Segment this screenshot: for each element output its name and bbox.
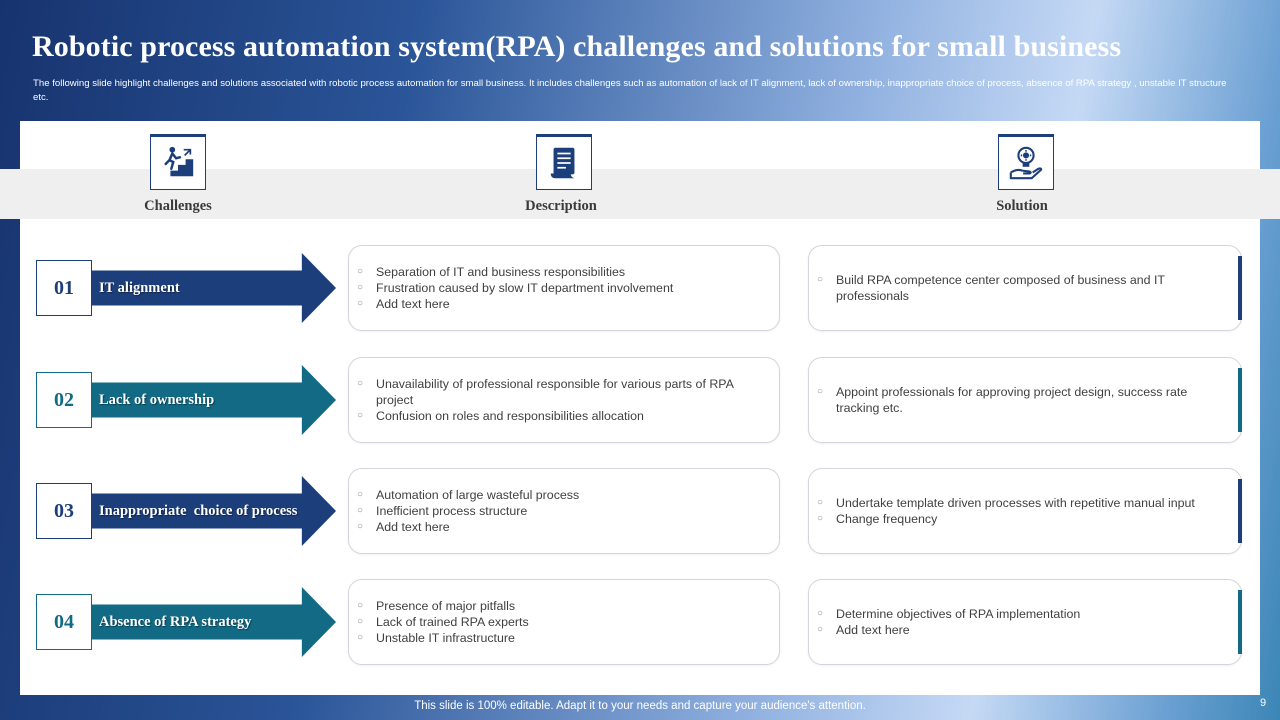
list-item: ○Confusion on roles and responsibilities… — [357, 409, 644, 423]
list-item: ○Add text here — [357, 297, 450, 311]
description-card: ○Automation of large wasteful process ○I… — [348, 468, 780, 554]
description-card: ○Unavailability of professional responsi… — [348, 357, 780, 443]
document-scroll-icon — [536, 134, 592, 190]
row-number: 04 — [36, 594, 92, 650]
challenge-arrow: Inappropriate choice of process — [92, 476, 336, 546]
accent-bar — [1238, 590, 1242, 654]
header-challenges: Challenges — [144, 198, 212, 214]
slide-title: Robotic process automation system(RPA) c… — [32, 30, 1122, 63]
challenge-arrow: Absence of RPA strategy — [92, 587, 336, 657]
lightbulb-gear-hand-icon — [998, 134, 1054, 190]
list-item: ○Add text here — [357, 520, 450, 534]
challenge-label: IT alignment — [99, 279, 180, 296]
list-item: ○Unstable IT infrastructure — [357, 631, 515, 645]
list-item: ○Determine objectives of RPA implementat… — [817, 607, 1081, 621]
solution-card: ○Appoint professionals for approving pro… — [808, 357, 1242, 443]
row-number: 03 — [36, 483, 92, 539]
accent-bar — [1238, 368, 1242, 432]
challenge-arrow: IT alignment — [92, 253, 336, 323]
list-item: ○Frustration caused by slow IT departmen… — [357, 281, 674, 295]
header-band — [0, 169, 1280, 219]
list-item: ○Presence of major pitfalls — [357, 599, 516, 613]
accent-bar — [1238, 479, 1242, 543]
list-item: ○Undertake template driven processes wit… — [817, 496, 1195, 510]
solution-card: ○Undertake template driven processes wit… — [808, 468, 1242, 554]
list-item: ○Unavailability of professional responsi… — [357, 377, 734, 407]
list-item: ○Automation of large wasteful process — [357, 488, 580, 502]
solution-card: ○Build RPA competence center composed of… — [808, 245, 1242, 331]
list-item: ○Lack of trained RPA experts — [357, 615, 529, 629]
list-item: ○Inefficient process structure — [357, 504, 528, 518]
list-item: ○Add text here — [817, 623, 910, 637]
row-number: 01 — [36, 260, 92, 316]
row-number: 02 — [36, 372, 92, 428]
page-number: 9 — [1260, 697, 1267, 709]
challenge-label: Absence of RPA strategy — [99, 613, 252, 630]
solution-card: ○Determine objectives of RPA implementat… — [808, 579, 1242, 665]
description-card: ○Presence of major pitfalls ○Lack of tra… — [348, 579, 780, 665]
slide-subtitle: The following slide highlight challenges… — [33, 78, 1227, 103]
footer-note: This slide is 100% editable. Adapt it to… — [414, 700, 866, 712]
header-description: Description — [525, 198, 597, 214]
person-climbing-stairs-icon — [150, 134, 206, 190]
list-item: ○Appoint professionals for approving pro… — [817, 385, 1188, 415]
accent-bar — [1238, 256, 1242, 320]
list-item: ○Change frequency — [817, 512, 938, 526]
challenge-label: Lack of ownership — [99, 391, 215, 408]
list-item: ○Separation of IT and business responsib… — [357, 265, 626, 279]
challenge-label: Inappropriate choice of process — [99, 502, 298, 519]
description-card: ○Separation of IT and business responsib… — [348, 245, 780, 331]
header-solution: Solution — [996, 198, 1048, 214]
list-item: ○Build RPA competence center composed of… — [817, 273, 1165, 303]
challenge-arrow: Lack of ownership — [92, 365, 336, 435]
